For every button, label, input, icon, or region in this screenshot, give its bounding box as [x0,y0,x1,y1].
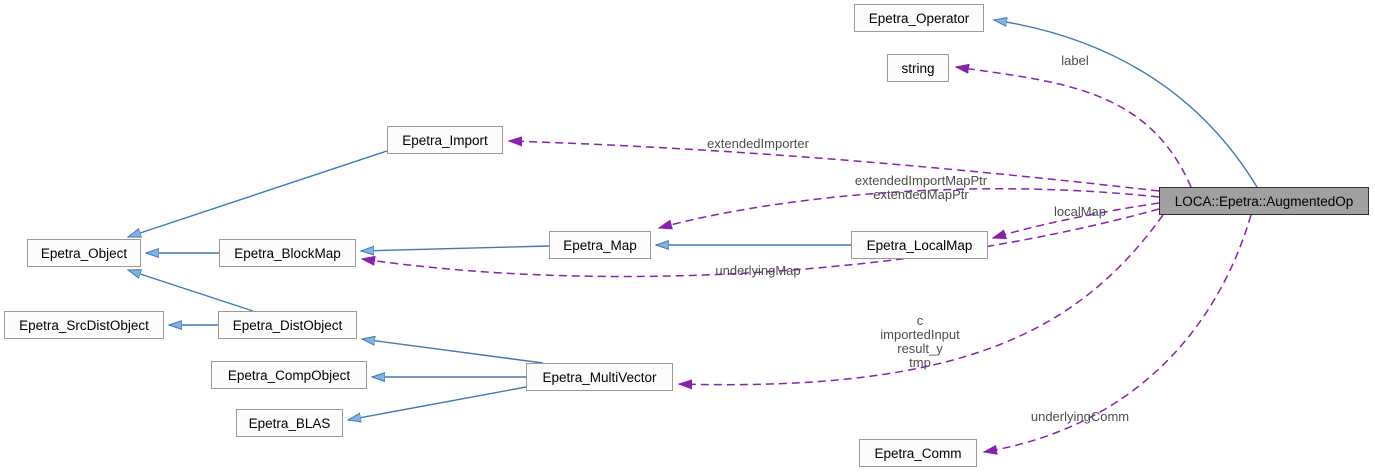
edge-member-extendedimporter [509,141,1160,192]
node-epetra-multivector[interactable]: Epetra_MultiVector [526,363,673,391]
edge-label-extendedimporter: extendedImporter [707,136,809,151]
edge-distobject-inherits-object [128,270,254,312]
edge-import-inherits-object [128,150,388,237]
edge-augmentedop-inherits-operator [994,20,1258,188]
edge-map-inherits-blockmap [361,245,550,251]
node-epetra-compobject[interactable]: Epetra_CompObject [211,361,367,389]
node-epetra-operator[interactable]: Epetra_Operator [854,4,984,32]
edge-label-label: label [1061,53,1089,68]
edge-member-underlyingmap [362,208,1160,278]
node-epetra-map[interactable]: Epetra_Map [549,231,651,259]
edge-member-extendedimportmapptr [659,187,1160,228]
node-epetra-blas[interactable]: Epetra_BLAS [236,409,343,437]
edge-label-underlyingmap: underlyingMap [715,263,801,278]
edge-label-localmap: localMap [1053,204,1107,219]
node-epetra-localmap[interactable]: Epetra_LocalMap [851,231,988,259]
node-epetra-srcdistobject[interactable]: Epetra_SrcDistObject [4,311,164,339]
node-epetra-comm[interactable]: Epetra_Comm [859,439,977,467]
edge-label-multivector-members: c importedInput result_y tmp [880,313,960,371]
node-loca-epetra-augmentedop: LOCA::Epetra::AugmentedOp [1159,187,1369,215]
edge-member-multivector-members [679,214,1164,385]
edge-member-label [956,67,1192,188]
node-epetra-object[interactable]: Epetra_Object [27,239,141,267]
node-epetra-distobject[interactable]: Epetra_DistObject [218,311,357,339]
edge-multivector-inherits-blas [348,386,527,420]
edge-label-extendedimportmapptr: extendedImportMapPtr extendedMapPtr [854,173,988,203]
edge-label-underlyingcomm: underlyingComm [1030,409,1130,424]
node-string: string [887,54,949,82]
node-epetra-import[interactable]: Epetra_Import [387,126,503,154]
node-epetra-blockmap[interactable]: Epetra_BlockMap [219,239,356,267]
edge-member-localmap [993,202,1160,238]
edge-multivector-inherits-distobject [362,339,544,364]
